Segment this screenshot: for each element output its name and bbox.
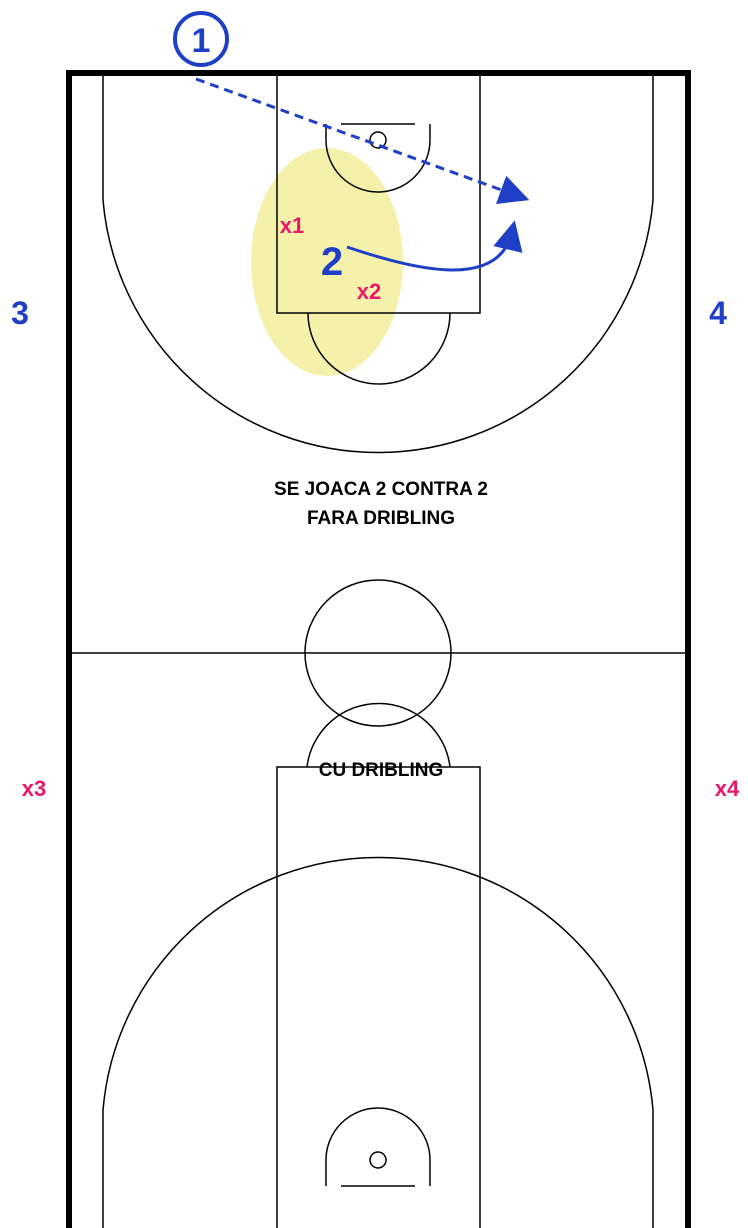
- hoop-bottom: [369, 1151, 387, 1169]
- defender-x3-label: x3: [22, 776, 46, 801]
- center-circle: [304, 579, 452, 727]
- key-top: [276, 72, 481, 314]
- instruction-line-3: CU DRIBLING: [319, 760, 444, 781]
- player-2-label: 2: [321, 240, 343, 284]
- defender-x2-label: x2: [357, 279, 381, 304]
- player-1-label: 1: [192, 22, 211, 60]
- free-throw-circle-bottom-upper: [306, 702, 451, 768]
- hoop-top: [369, 131, 387, 149]
- instruction-line-2: FARA DRIBLING: [307, 508, 455, 529]
- player-1-circle: [173, 11, 229, 67]
- restricted-arc-bottom: [325, 1107, 431, 1186]
- restricted-arc-top: [325, 124, 431, 193]
- player-3-label: 3: [11, 295, 29, 331]
- defender-x4-label: x4: [715, 776, 740, 801]
- three-point-line-top: [102, 73, 654, 454]
- key-bottom: [276, 766, 481, 1228]
- instruction-line-1: SE JOACA 2 CONTRA 2: [274, 479, 488, 500]
- court-lines: [66, 70, 691, 1228]
- cut-arrow-icon: [346, 220, 523, 272]
- defender-x1-label: x1: [280, 213, 304, 238]
- player-4-label: 4: [709, 295, 727, 331]
- pass-arrow-icon: [195, 77, 530, 204]
- three-point-line-bottom: [102, 856, 654, 1228]
- defense-zone-highlight: [251, 148, 403, 376]
- free-throw-circle-top-lower: [307, 312, 451, 385]
